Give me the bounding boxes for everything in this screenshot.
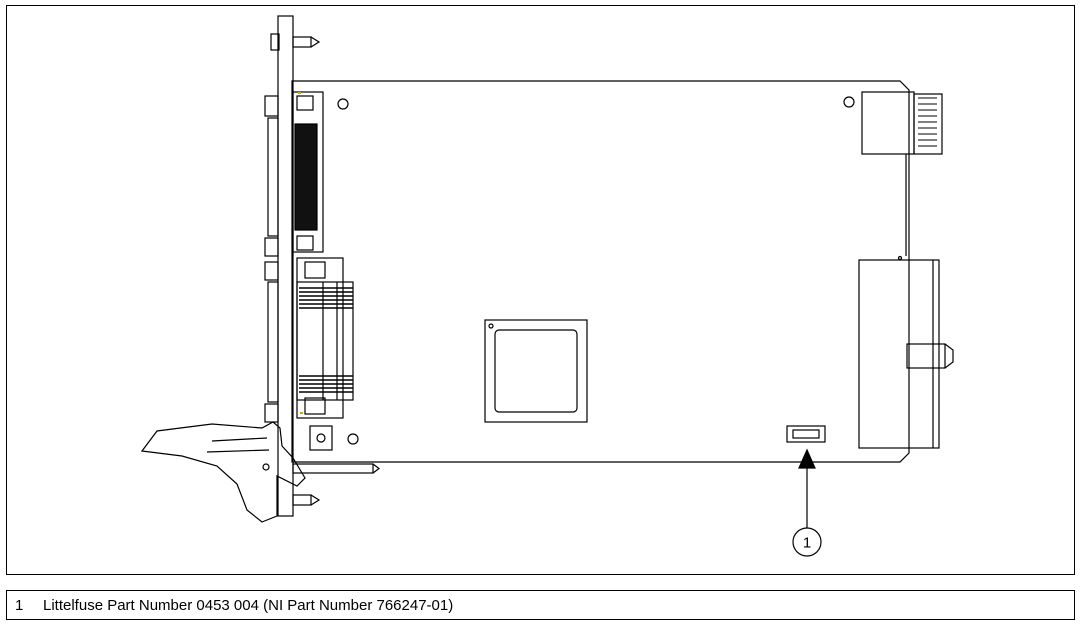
legend-number: 1 [15, 597, 24, 614]
panel-tab [264, 403, 279, 423]
mounting-hole [337, 98, 349, 110]
callout-circle [792, 527, 822, 557]
top-panel-screw [270, 33, 321, 51]
processor-chip [484, 319, 588, 423]
right-module [858, 259, 954, 449]
mounting-hole [347, 433, 359, 445]
panel-bulge [267, 281, 279, 403]
upper-connector [292, 91, 324, 253]
panel-tab [264, 261, 279, 281]
lower-connector [296, 257, 354, 419]
small-component [309, 425, 333, 451]
legend-row: 1 Littelfuse Part Number 0453 004 (NI Pa… [6, 590, 1075, 620]
panel-tab [264, 237, 279, 257]
mounting-hole [843, 96, 855, 108]
board-diagram-frame: 1 [6, 5, 1075, 575]
panel-bulge [267, 117, 279, 237]
ejector-handle [140, 421, 380, 523]
panel-tab [264, 95, 279, 117]
fuse-component [786, 425, 826, 443]
legend-text: Littelfuse Part Number 0453 004 (NI Part… [43, 597, 454, 614]
bottom-panel-screw [292, 494, 321, 506]
callout-arrow [798, 448, 816, 528]
callout-number: 1 [803, 535, 811, 552]
pcb-outline [291, 80, 910, 463]
front-panel [277, 15, 294, 517]
board-diagram: 1 [140, 15, 954, 557]
rj45-connector [861, 91, 943, 155]
